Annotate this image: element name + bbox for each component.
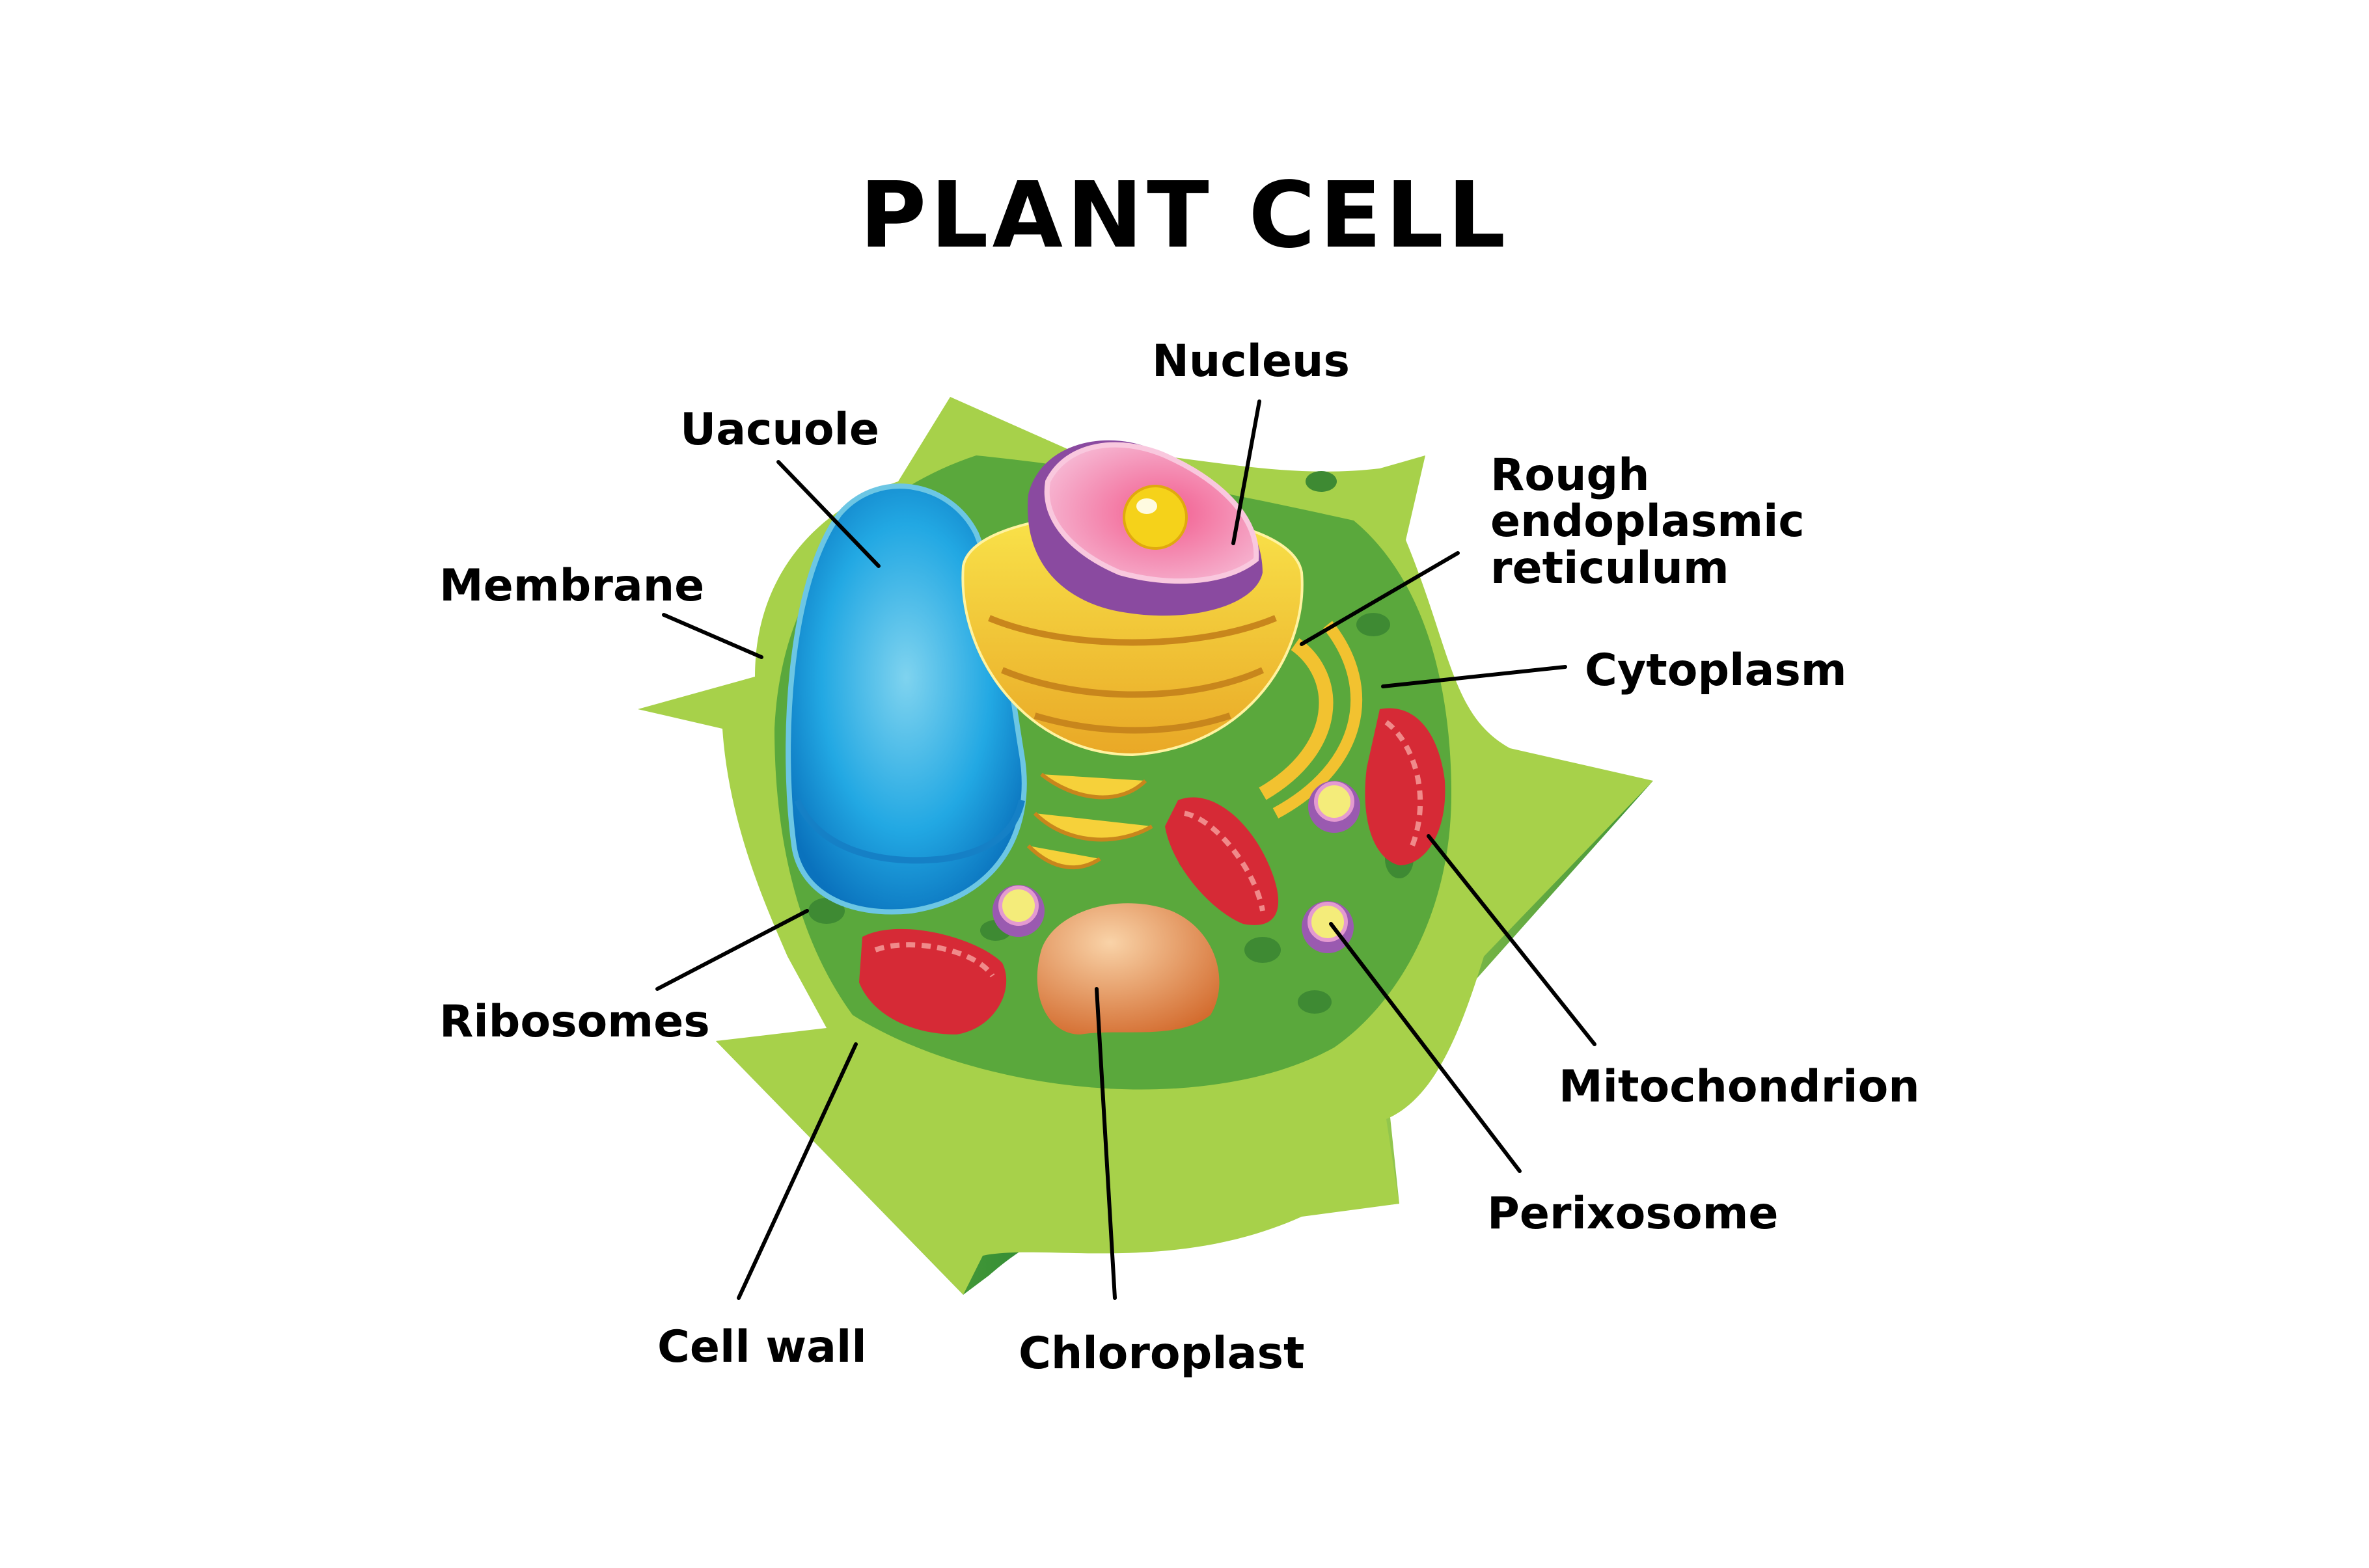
leader-mitochondrion [1427, 834, 1596, 1046]
label-vacuole: Uacuole [680, 404, 879, 455]
leader-lines [655, 399, 1596, 1300]
label-ribosomes: Ribosomes [439, 996, 710, 1048]
label-rough-er: Rough endoplasmic reticulum [1490, 450, 1805, 594]
label-membrane: Membrane [439, 560, 705, 612]
chloroplast [1037, 903, 1220, 1034]
leader-cell-wall [737, 1042, 858, 1300]
leader-perixosome [1329, 922, 1522, 1173]
vacuole-lower-edge [794, 798, 1025, 864]
peroxisome-2 [1308, 781, 1360, 833]
leader-vacuole [776, 460, 881, 568]
label-perixosome: Perixosome [1487, 1188, 1779, 1239]
label-mitochondrion: Mitochondrion [1559, 1061, 1920, 1113]
leader-chloroplast [1095, 987, 1117, 1300]
peroxisome-1 [993, 885, 1045, 937]
mitochondrion-right [1365, 708, 1445, 865]
label-cell-wall: Cell wall [657, 1321, 867, 1373]
leader-ribosomes [655, 909, 809, 991]
mitochondrion-center [1165, 797, 1279, 925]
nucleus [1028, 440, 1263, 616]
label-chloroplast: Chloroplast [1019, 1328, 1305, 1379]
leader-nucleus [1231, 399, 1261, 545]
diagram-title: PLANT CELL [859, 163, 1510, 269]
nucleolus [1123, 485, 1188, 550]
leader-rough-er [1300, 551, 1460, 646]
mitochondrion-left [859, 928, 1007, 1034]
label-nucleus: Nucleus [1152, 336, 1350, 387]
label-cytoplasm: Cytoplasm [1585, 645, 1847, 696]
leader-membrane [662, 613, 763, 659]
leader-cytoplasm [1381, 665, 1567, 688]
